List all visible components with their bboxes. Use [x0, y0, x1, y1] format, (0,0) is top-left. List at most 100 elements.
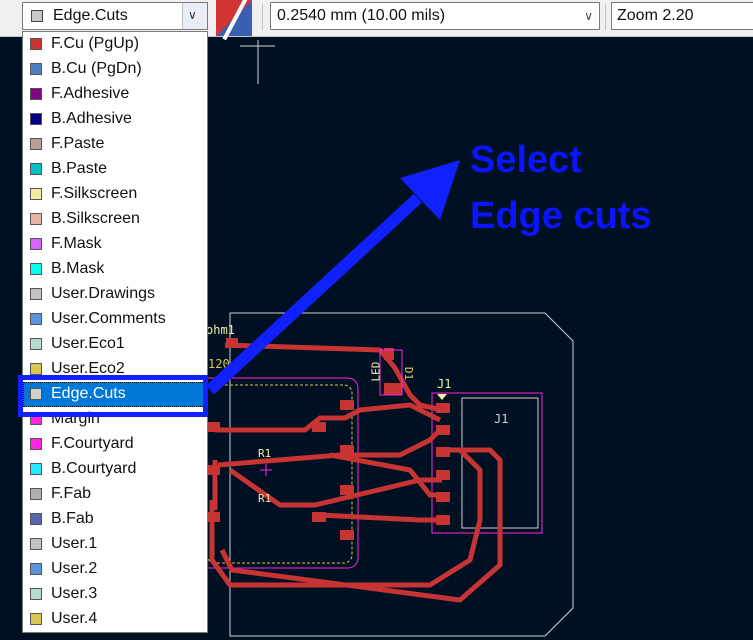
led-ref-label: LED [369, 361, 383, 382]
fab-outline [206, 384, 353, 564]
layer-color-swatch [30, 463, 42, 475]
toolbar-separator [262, 4, 263, 30]
layer-option-b-courtyard[interactable]: B.Courtyard [23, 457, 207, 482]
layer-color-swatch [30, 363, 42, 375]
layer-option-f-mask[interactable]: F.Mask [23, 232, 207, 257]
layer-option-label: B.Silkscreen [51, 210, 140, 227]
layer-option-label: F.Fab [51, 485, 92, 502]
connector-body-label: J1 [494, 412, 509, 426]
courtyard-outline [199, 377, 359, 569]
connector-courtyard [431, 392, 543, 534]
pin1-marker [437, 394, 447, 400]
layer-color-swatch [30, 288, 42, 300]
layer-option-label: B.Courtyard [51, 460, 137, 477]
layer-option-f-fab[interactable]: F.Fab [23, 482, 207, 507]
layer-option-b-silkscreen[interactable]: B.Silkscreen [23, 207, 207, 232]
layer-option-user-1[interactable]: User.1 [23, 532, 207, 557]
zoom-selector[interactable]: Zoom 2.20 [611, 2, 753, 30]
layer-option-label: B.Adhesive [51, 110, 132, 127]
layer-color-swatch [30, 263, 42, 275]
layer-color-swatch [30, 588, 42, 600]
annotation-text: Select Edge cuts [470, 132, 652, 244]
layer-color-swatch [30, 538, 42, 550]
layer-option-user-3[interactable]: User.3 [23, 582, 207, 607]
layer-option-edge-cuts[interactable]: Edge.Cuts [23, 382, 207, 407]
layer-option-label: B.Paste [51, 160, 108, 177]
part-ref-label: R1 [258, 447, 272, 460]
layer-option-label: F.Mask [51, 235, 102, 252]
grid-selector-value: 0.2540 mm (10.00 mils) [277, 7, 446, 24]
board-outline [229, 312, 574, 637]
top-toolbar: Edge.Cuts ∨ 0.2540 mm (10.00 mils) ∨ Zoo… [0, 0, 753, 37]
layer-option-f-silkscreen[interactable]: F.Silkscreen [23, 182, 207, 207]
layer-color-swatch [30, 88, 42, 100]
layer-option-label: B.Fab [51, 510, 94, 527]
layer-option-label: User.4 [51, 610, 98, 627]
layer-option-label: F.Cu (PgUp) [51, 35, 140, 52]
layer-option-label: F.Courtyard [51, 435, 134, 452]
part-origin [260, 464, 272, 476]
layer-selector-value: Edge.Cuts [53, 7, 128, 24]
layer-color-swatch [30, 138, 42, 150]
layer-color-swatch [30, 113, 42, 125]
chevron-down-icon: ∨ [188, 8, 197, 22]
annotation-highlight-box [18, 375, 208, 417]
layer-option-label: User.Comments [51, 310, 166, 327]
layer-color-swatch [30, 238, 42, 250]
layer-option-label: User.Eco2 [51, 360, 125, 377]
layer-option-label: B.Cu (PgDn) [51, 60, 142, 77]
layer-option-label: F.Silkscreen [51, 185, 138, 202]
layer-option-user-eco1[interactable]: User.Eco1 [23, 332, 207, 357]
layer-option-f-adhesive[interactable]: F.Adhesive [23, 82, 207, 107]
grid-selector[interactable]: 0.2540 mm (10.00 mils) ∨ [270, 2, 600, 30]
layer-option-b-mask[interactable]: B.Mask [23, 257, 207, 282]
layer-option-label: User.Drawings [51, 285, 156, 302]
layer-option-f-paste[interactable]: F.Paste [23, 132, 207, 157]
resistor-value-label: 120 [208, 357, 230, 371]
layer-option-user-drawings[interactable]: User.Drawings [23, 282, 207, 307]
chevron-down-icon: ∨ [584, 9, 593, 23]
annotation-line-2: Edge cuts [470, 195, 652, 237]
layer-option-b-adhesive[interactable]: B.Adhesive [23, 107, 207, 132]
layer-option-f-cu-pgup[interactable]: F.Cu (PgUp) [23, 32, 207, 57]
resistor-ref-label: ohm1 [206, 323, 235, 337]
part-ref-label-fab: R1 [258, 492, 272, 505]
layer-color-swatch [30, 613, 42, 625]
toolbar-separator [605, 4, 606, 30]
layer-color-swatch [30, 338, 42, 350]
layer-option-label: User.Eco1 [51, 335, 125, 352]
layer-option-user-4[interactable]: User.4 [23, 607, 207, 632]
layer-option-b-paste[interactable]: B.Paste [23, 157, 207, 182]
layer-color-swatch [30, 513, 42, 525]
layer-option-user-eco2[interactable]: User.Eco2 [23, 357, 207, 382]
layer-color-swatch [30, 438, 42, 450]
layer-option-label: Edge.Cuts [51, 385, 126, 402]
layer-option-label: B.Mask [51, 260, 105, 277]
layer-pair-icon[interactable] [216, 0, 252, 36]
layer-option-b-fab[interactable]: B.Fab [23, 507, 207, 532]
layer-color-swatch [30, 38, 42, 50]
layer-selector[interactable]: Edge.Cuts ∨ [22, 2, 208, 30]
layer-color-swatch [30, 313, 42, 325]
layer-option-user-comments[interactable]: User.Comments [23, 307, 207, 332]
led-value-label: D1 [402, 366, 416, 381]
zoom-selector-value: Zoom 2.20 [617, 7, 694, 24]
layer-option-f-courtyard[interactable]: F.Courtyard [23, 432, 207, 457]
layer-color-swatch [30, 163, 42, 175]
layer-option-label: User.2 [51, 560, 98, 577]
layer-option-b-cu-pgdn[interactable]: B.Cu (PgDn) [23, 57, 207, 82]
layer-selector-dropdown-button[interactable]: ∨ [182, 3, 207, 29]
layer-option-label: F.Paste [51, 135, 105, 152]
layer-color-swatch [30, 213, 42, 225]
copper-tracks [209, 342, 503, 603]
layer-option-label: User.3 [51, 585, 98, 602]
layer-option-label: User.1 [51, 535, 98, 552]
layer-color-swatch [30, 388, 42, 400]
layer-color-swatch [31, 10, 43, 22]
layer-color-swatch [30, 488, 42, 500]
layer-color-swatch [30, 63, 42, 75]
connector-ref-label: J1 [437, 377, 452, 391]
pcb-board-drawing [199, 40, 574, 637]
layer-option-user-2[interactable]: User.2 [23, 557, 207, 582]
